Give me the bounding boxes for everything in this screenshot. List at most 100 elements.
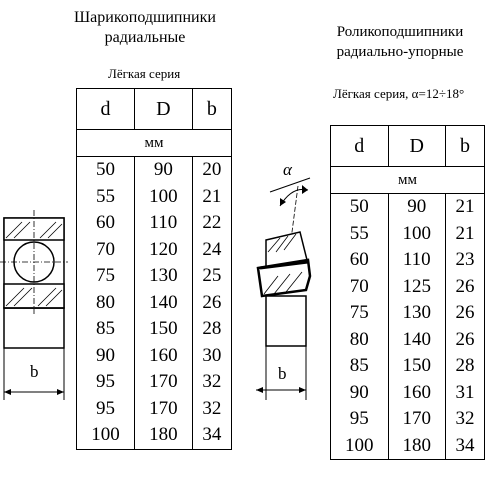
right-cell: 75 <box>330 300 389 327</box>
right-cell: 95 <box>330 406 389 433</box>
left-cell: 100 <box>76 422 135 450</box>
right-cell: 60 <box>330 247 389 274</box>
left-cell: 150 <box>133 316 193 343</box>
left-cell: 32 <box>191 369 233 396</box>
left-cell: 20 <box>191 156 233 184</box>
roller-bearing-drawing <box>256 177 312 400</box>
right-cell: 23 <box>445 247 485 274</box>
right-cell: 85 <box>330 353 389 380</box>
left-title-line1: Шарикоподшипники <box>74 9 216 26</box>
right-cell: 31 <box>445 379 485 406</box>
left-cell: 95 <box>76 369 135 396</box>
left-cell: 22 <box>191 210 233 237</box>
right-cell: 110 <box>387 247 446 274</box>
right-cell: 150 <box>387 353 446 380</box>
right-title-line1: Роликоподшипники <box>336 24 464 40</box>
left-cell: 170 <box>133 369 193 396</box>
right-cell: 170 <box>387 406 446 433</box>
right-cell: 26 <box>445 300 485 327</box>
left-cell: 28 <box>191 316 233 343</box>
left-cell: 95 <box>76 395 135 422</box>
left-cell: 70 <box>76 236 135 263</box>
left-cell: 85 <box>76 316 135 343</box>
left-cell: 32 <box>191 395 233 422</box>
ball-bearing-drawing <box>0 210 68 400</box>
left-cell: 110 <box>133 210 193 237</box>
left-cell: 50 <box>76 156 135 184</box>
left-cell: 80 <box>76 289 135 316</box>
left-unit-row: мм <box>76 129 232 157</box>
right-cell: 21 <box>445 193 485 221</box>
left-header-2: b <box>191 88 233 130</box>
left-cell: 130 <box>133 263 193 290</box>
right-cell: 26 <box>445 326 485 353</box>
left-cell: 60 <box>76 210 135 237</box>
right-cell: 100 <box>330 432 389 460</box>
right-title-line2: радиально-упорные <box>336 44 464 60</box>
right-cell: 21 <box>445 220 485 247</box>
right-unit-row: мм <box>330 166 485 194</box>
left-cell: 120 <box>133 236 193 263</box>
left-cell: 75 <box>76 263 135 290</box>
left-cell: 30 <box>191 342 233 369</box>
left-cell: 90 <box>76 342 135 369</box>
left-series: Лёгкая серия <box>108 66 181 81</box>
alpha-label: α <box>283 160 292 179</box>
right-header-0: d <box>330 125 389 167</box>
right-series: Лёгкая серия, α=12÷18° <box>333 86 465 101</box>
left-header-1: D <box>133 88 193 130</box>
right-cell: 70 <box>330 273 389 300</box>
ball-b-label: b <box>30 362 39 381</box>
left-cell: 21 <box>191 183 233 210</box>
left-cell: 170 <box>133 395 193 422</box>
left-cell: 160 <box>133 342 193 369</box>
right-header-2: b <box>445 125 485 167</box>
left-title: Шарикоподшипники радиальные <box>60 8 230 48</box>
right-cell: 34 <box>445 432 485 460</box>
right-cell: 80 <box>330 326 389 353</box>
left-unit-label: мм <box>76 129 232 157</box>
right-cell: 28 <box>445 353 485 380</box>
right-cell: 160 <box>387 379 446 406</box>
left-cell: 25 <box>191 263 233 290</box>
right-cell: 140 <box>387 326 446 353</box>
left-cell: 90 <box>133 156 193 184</box>
right-cell: 32 <box>445 406 485 433</box>
right-cell: 180 <box>387 432 446 460</box>
right-unit-label: мм <box>330 166 485 194</box>
right-cell: 90 <box>330 379 389 406</box>
right-cell: 90 <box>387 193 446 221</box>
roller-b-label: b <box>278 364 287 383</box>
right-title: Роликоподшипники радиально-упорные <box>320 22 480 62</box>
right-cell: 125 <box>387 273 446 300</box>
left-cell: 100 <box>133 183 193 210</box>
left-cell: 140 <box>133 289 193 316</box>
left-cell: 55 <box>76 183 135 210</box>
right-cell: 50 <box>330 193 389 221</box>
right-cell: 100 <box>387 220 446 247</box>
left-title-line2: радиальные <box>104 29 186 46</box>
right-cell: 130 <box>387 300 446 327</box>
right-cell: 55 <box>330 220 389 247</box>
